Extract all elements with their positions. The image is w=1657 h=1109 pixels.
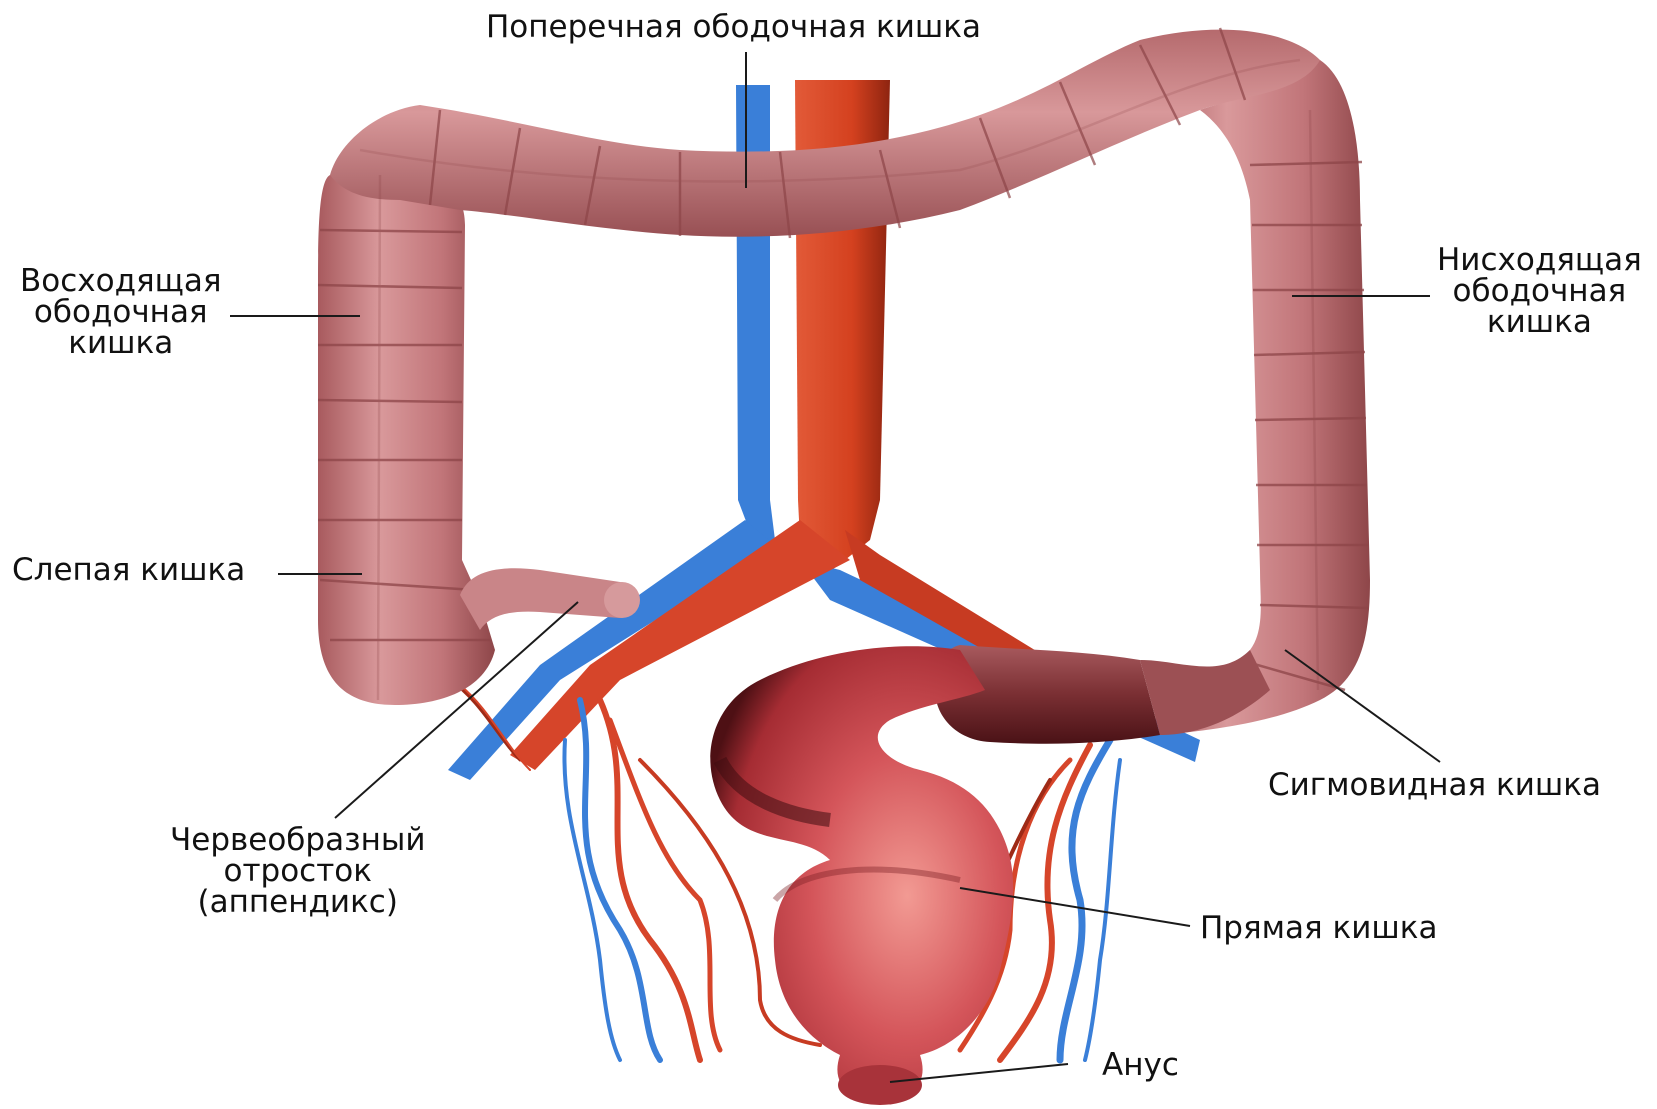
- anus-shape: [838, 1065, 922, 1105]
- ascending-colon-shape: [318, 170, 495, 705]
- descending-colon-shape: [1150, 60, 1370, 735]
- label-anus: Анус: [1102, 1050, 1179, 1081]
- label-transverse-colon: Поперечная ободочная кишка: [486, 12, 981, 43]
- label-sigmoid-colon: Сигмовидная кишка: [1268, 770, 1601, 801]
- label-descending-colon: Нисходящая ободочная кишка: [1437, 245, 1642, 338]
- label-ascending-colon: Восходящая ободочная кишка: [20, 266, 222, 359]
- label-appendix: Червеобразный отросток (аппендикс): [170, 825, 425, 918]
- label-rectum: Прямая кишка: [1200, 913, 1437, 944]
- label-cecum: Слепая кишка: [12, 555, 245, 586]
